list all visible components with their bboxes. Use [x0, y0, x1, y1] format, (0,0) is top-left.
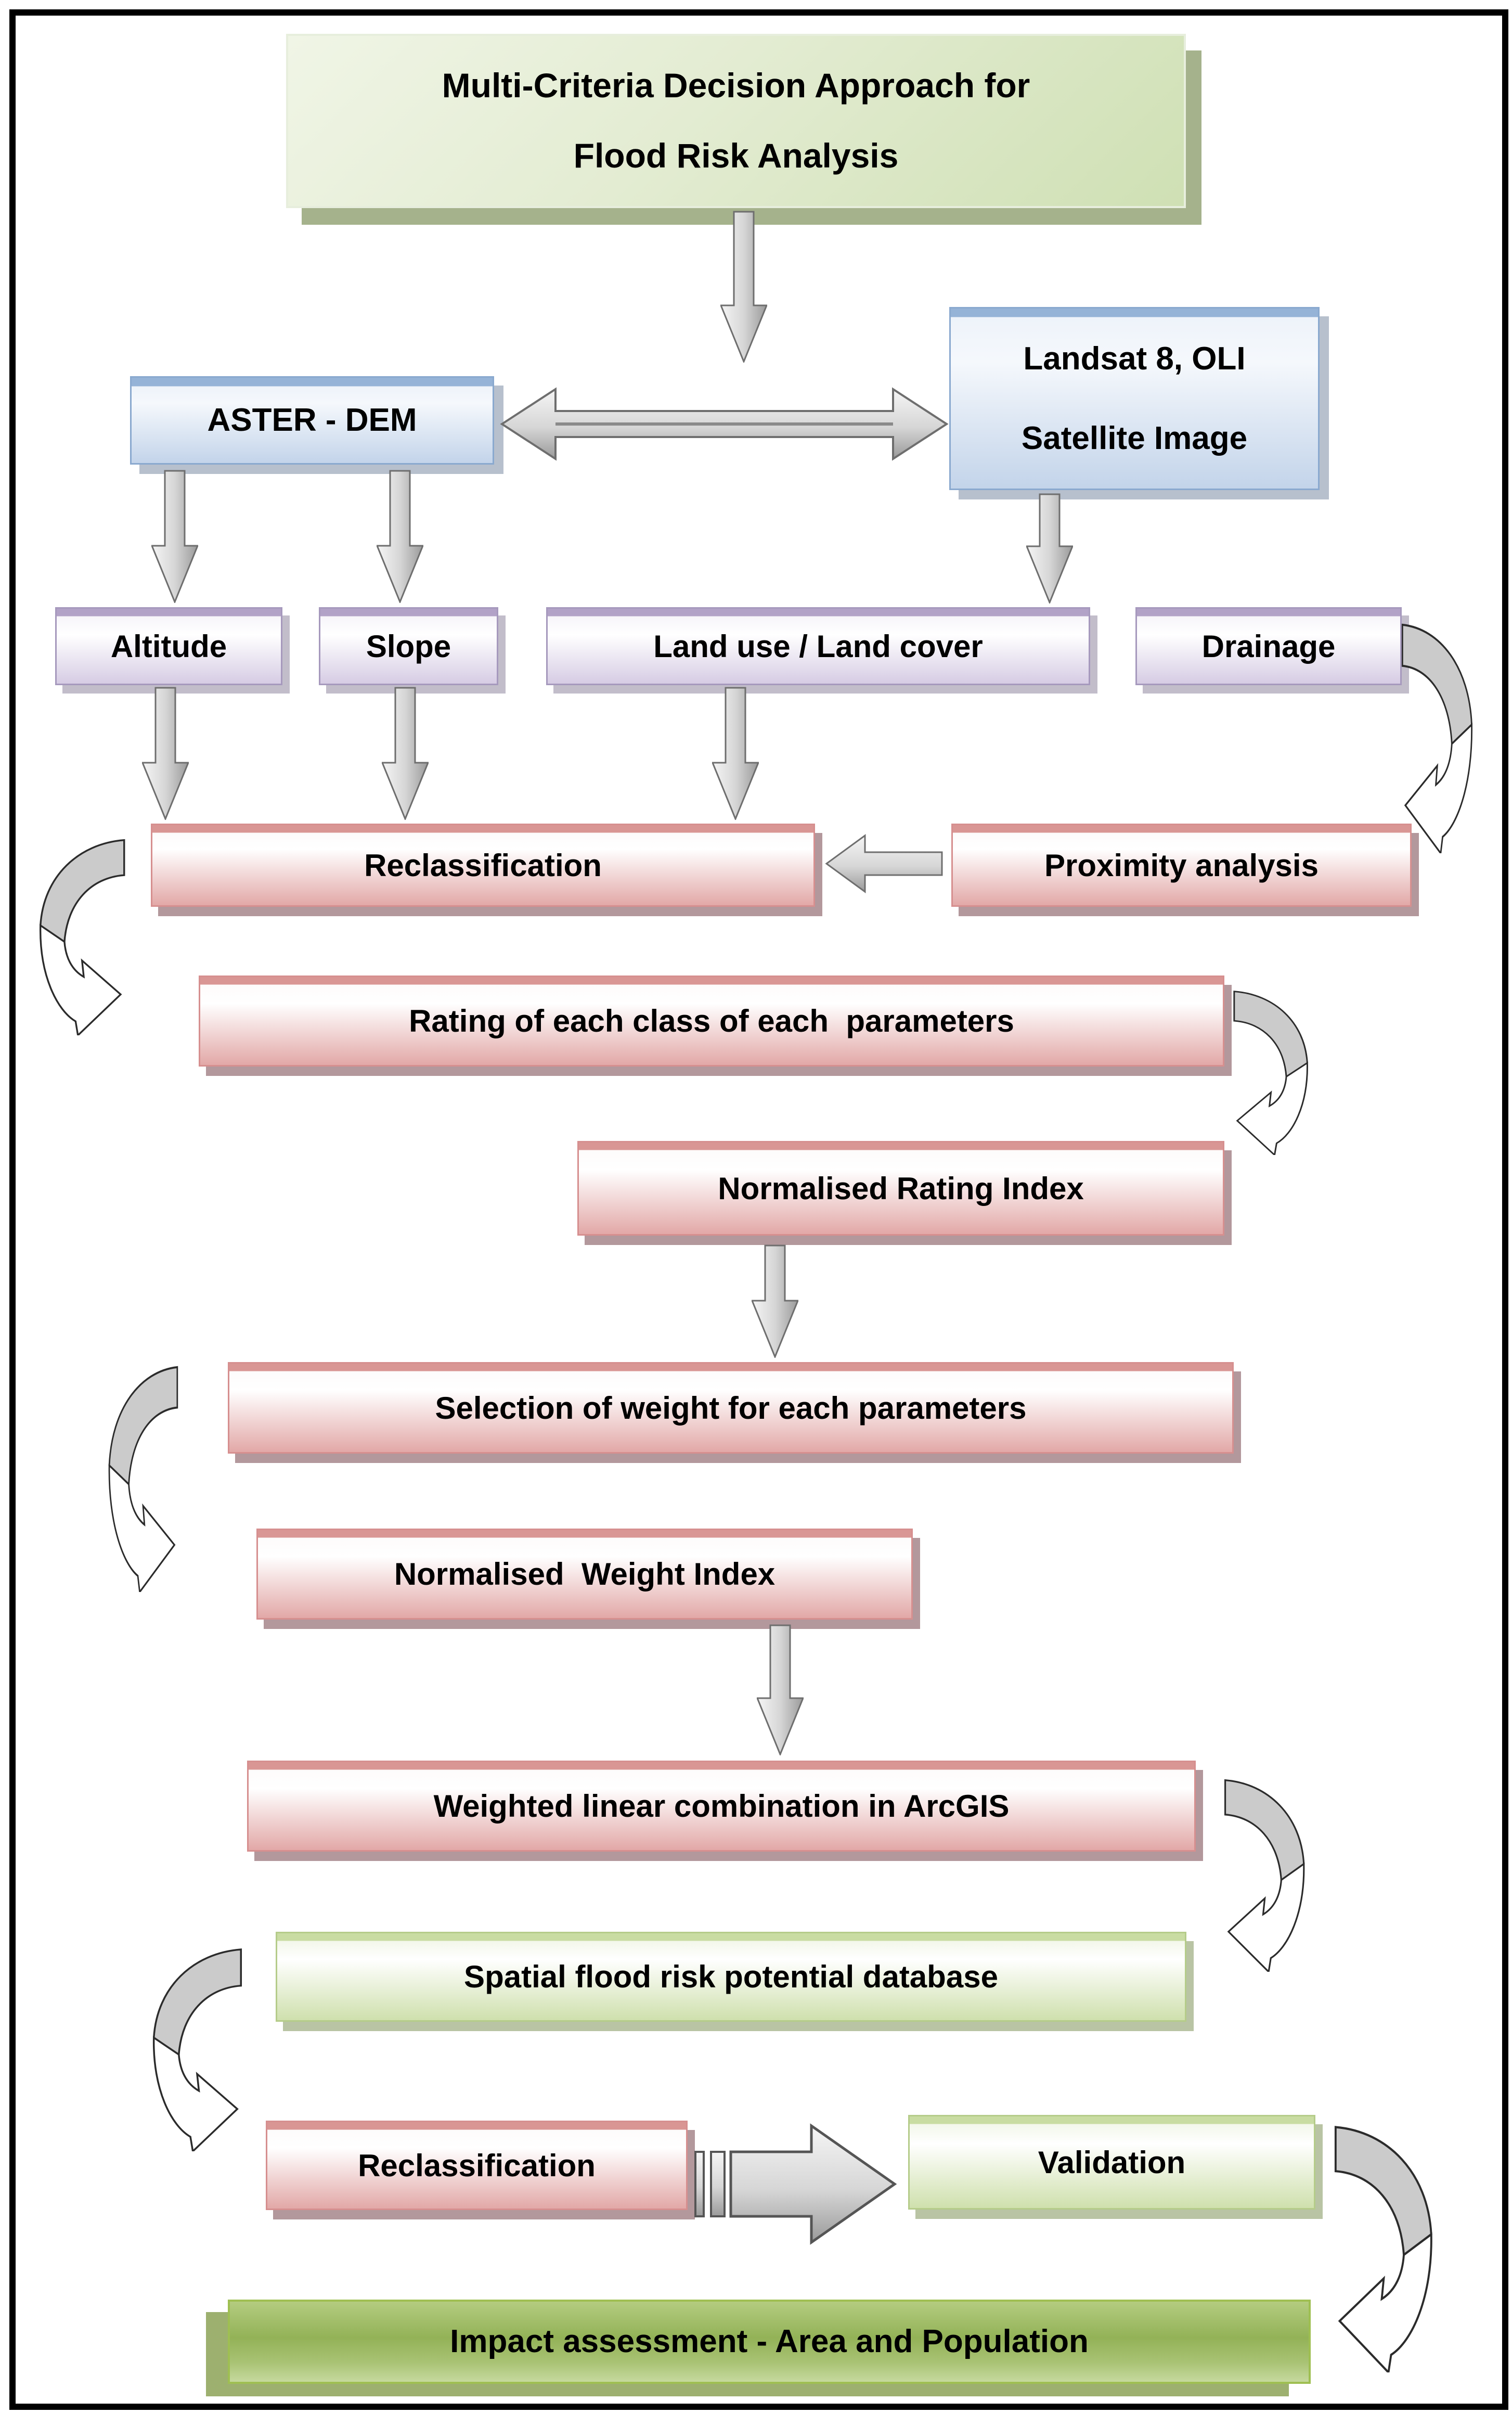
curved-down-arrow — [1233, 991, 1308, 1155]
left-arrow — [825, 834, 943, 893]
drainage-label: Drainage — [1201, 628, 1336, 664]
node-landuse: Land use / Land cover — [546, 607, 1090, 685]
aster-dem-label: ASTER - DEM — [207, 402, 417, 439]
down-arrow — [712, 687, 759, 820]
selection-label: Selection of weight for each parameters — [435, 1390, 1027, 1426]
down-arrow — [720, 211, 767, 363]
landuse-label: Land use / Land cover — [653, 628, 983, 664]
landsat-label-line1: Landsat 8, OLI — [1023, 340, 1246, 377]
weighted-linear-label: Weighted linear combination in ArcGIS — [433, 1789, 1010, 1824]
node-normalised-rating-index: Normalised Rating Index — [577, 1141, 1224, 1236]
node-rating: Rating of each class of each parameters — [199, 976, 1224, 1067]
curved-down-arrow — [1401, 623, 1472, 853]
normalised-rating-index-label: Normalised Rating Index — [718, 1171, 1084, 1206]
node-aster-dem: ASTER - DEM — [130, 376, 494, 465]
normalised-weight-index-label: Normalised Weight Index — [394, 1557, 776, 1591]
down-arrow — [752, 1244, 798, 1358]
proximity-label: Proximity analysis — [1044, 848, 1319, 883]
node-reclassification-1: Reclassification — [151, 824, 815, 907]
curved-down-arrow-mirrored — [40, 839, 125, 1035]
node-drainage: Drainage — [1135, 607, 1402, 685]
node-landsat: Landsat 8, OLI Satellite Image — [949, 307, 1320, 490]
node-impact-assessment: Impact assessment - Area and Population — [228, 2300, 1311, 2384]
node-spatial-database: Spatial flood risk potential database — [276, 1932, 1186, 2022]
curved-down-arrow-mirrored — [152, 1948, 242, 2151]
node-validation: Validation — [908, 2115, 1315, 2210]
down-arrow — [1026, 493, 1073, 604]
slope-label: Slope — [366, 628, 451, 664]
node-proximity-analysis: Proximity analysis — [951, 824, 1412, 907]
down-arrow — [142, 687, 189, 820]
striped-right-arrow — [694, 2123, 897, 2245]
down-arrow — [377, 470, 423, 603]
title-line1: Multi-Criteria Decision Approach for — [442, 66, 1030, 105]
node-slope: Slope — [319, 607, 498, 685]
rating-label: Rating of each class of each parameters — [409, 1004, 1014, 1038]
node-selection-of-weight: Selection of weight for each parameters — [228, 1362, 1234, 1454]
down-arrow — [382, 687, 429, 820]
down-arrow — [151, 470, 198, 603]
title-line2: Flood Risk Analysis — [573, 136, 899, 175]
validation-label: Validation — [1038, 2145, 1186, 2180]
landsat-label-line2: Satellite Image — [1021, 420, 1248, 456]
reclassification2-label: Reclassification — [358, 2148, 596, 2183]
reclassification1-label: Reclassification — [364, 848, 602, 883]
node-reclassification-2: Reclassification — [266, 2121, 688, 2210]
double-arrow — [500, 387, 949, 461]
spatial-database-label: Spatial flood risk potential database — [464, 1959, 998, 1994]
curved-down-arrow-mirrored — [108, 1366, 178, 1592]
node-altitude: Altitude — [55, 607, 282, 685]
down-arrow — [757, 1624, 804, 1755]
altitude-label: Altitude — [110, 628, 227, 664]
impact-label: Impact assessment - Area and Population — [450, 2324, 1089, 2360]
curved-down-arrow — [1334, 2126, 1432, 2372]
node-weighted-linear-combination: Weighted linear combination in ArcGIS — [247, 1761, 1196, 1852]
curved-down-arrow — [1224, 1779, 1305, 1972]
node-normalised-weight-index: Normalised Weight Index — [256, 1529, 913, 1620]
node-title: Multi-Criteria Decision Approach for Flo… — [286, 34, 1186, 208]
